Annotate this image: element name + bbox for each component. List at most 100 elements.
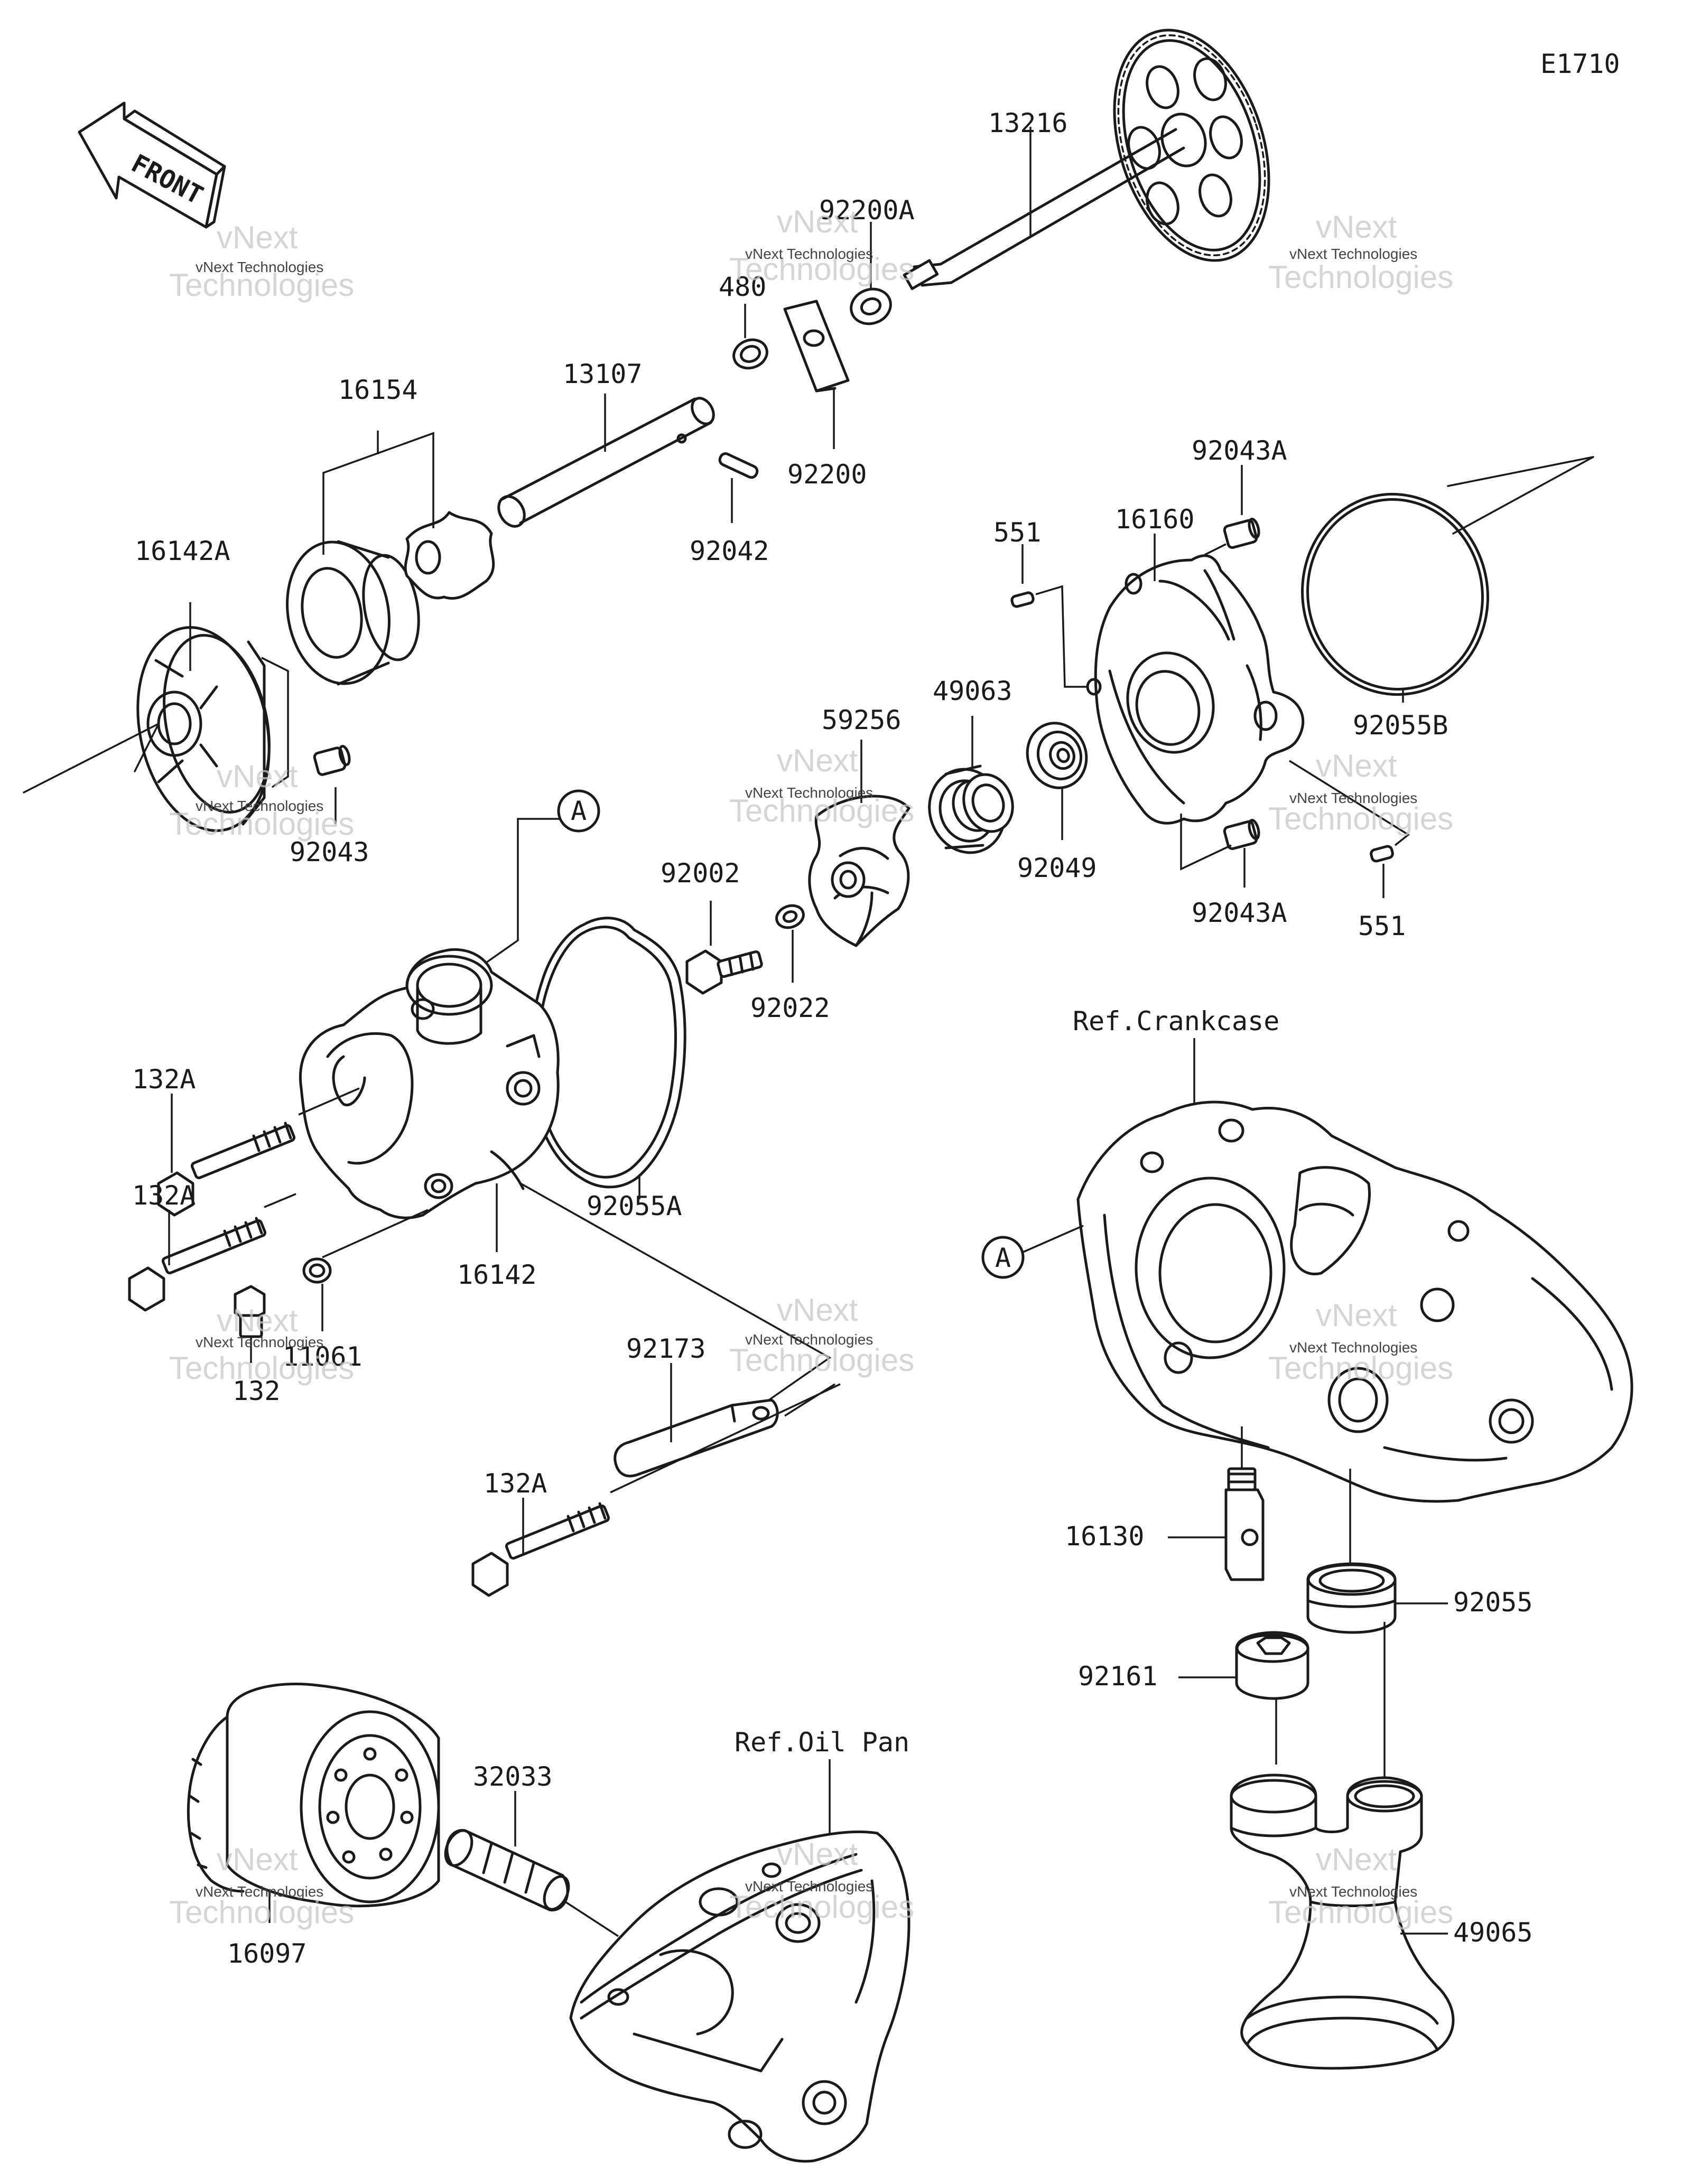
crankcase — [1076, 1100, 1633, 1503]
label-92161: 92161 — [1078, 1661, 1158, 1692]
label-551-bottom: 551 — [1358, 911, 1406, 941]
front-arrow-icon: FRONT — [78, 101, 226, 229]
part-32033-pipe — [444, 1829, 570, 1911]
svg-text:vNext: vNext — [217, 1303, 298, 1338]
svg-text:A: A — [995, 1243, 1011, 1273]
svg-text:vNext Technologies: vNext Technologies — [1289, 790, 1417, 806]
label-92043A-top: 92043A — [1192, 435, 1287, 466]
part-92043-dowel — [313, 744, 351, 776]
svg-text:vNext: vNext — [1316, 1298, 1397, 1333]
part-13216-shaft-gear — [903, 29, 1270, 290]
label-16154: 16154 — [338, 375, 418, 405]
svg-text:vNext Technologies: vNext Technologies — [1289, 1883, 1417, 1900]
part-11061-washer — [302, 1257, 332, 1284]
callout-a-crankcase: A — [981, 1236, 1025, 1279]
label-92055: 92055 — [1453, 1587, 1533, 1618]
svg-text:Technologies: Technologies — [1268, 1350, 1453, 1386]
part-16160-pump-cover — [1086, 554, 1305, 825]
part-92022-washer — [775, 904, 805, 929]
label-13216: 13216 — [988, 108, 1068, 138]
label-49063: 49063 — [933, 676, 1012, 706]
part-551-top-pin — [1010, 591, 1035, 608]
svg-text:vNext: vNext — [1316, 209, 1397, 245]
label-16130: 16130 — [1065, 1521, 1145, 1552]
label-92055A: 92055A — [587, 1191, 682, 1221]
svg-text:vNext Technologies: vNext Technologies — [196, 1883, 323, 1900]
label-32033: 32033 — [473, 1761, 553, 1792]
svg-text:Technologies: Technologies — [169, 267, 354, 303]
label-16142: 16142 — [457, 1259, 537, 1290]
part-92200-plate — [783, 300, 850, 393]
svg-text:vNext: vNext — [777, 1836, 858, 1872]
watermark: vNext Technologies vNext Technologies vN… — [169, 204, 1453, 1930]
svg-text:vNext: vNext — [217, 1842, 298, 1877]
part-92049-seal — [1026, 722, 1088, 789]
part-132A-bolt-1 — [157, 1122, 296, 1217]
svg-text:vNext: vNext — [777, 1292, 858, 1328]
label-132A-2: 132A — [132, 1180, 196, 1211]
svg-text:Technologies: Technologies — [729, 1889, 914, 1925]
part-16142-pump-body — [299, 948, 560, 1219]
part-132A-bolt-2 — [128, 1217, 267, 1312]
part-92173-bracket — [614, 1398, 779, 1478]
svg-text:vNext: vNext — [777, 743, 858, 778]
svg-text:vNext Technologies: vNext Technologies — [196, 1334, 323, 1350]
label-551-top: 551 — [993, 517, 1041, 548]
label-16097: 16097 — [227, 1938, 307, 1969]
label-92200A: 92200A — [819, 195, 915, 226]
svg-text:vNext Technologies: vNext Technologies — [745, 1878, 873, 1894]
svg-text:vNext Technologies: vNext Technologies — [196, 259, 323, 275]
svg-text:vNext: vNext — [217, 759, 298, 794]
part-13107-shaft — [497, 397, 715, 528]
label-49065: 49065 — [1453, 1917, 1533, 1948]
part-92055B-oring — [1301, 492, 1489, 696]
label-132A-3: 132A — [484, 1468, 547, 1499]
label-92200: 92200 — [787, 459, 867, 490]
part-92043A-top-dowel — [1223, 517, 1260, 549]
oil-pan — [569, 1830, 910, 2163]
svg-text:vNext Technologies: vNext Technologies — [745, 1331, 873, 1348]
part-92002-bolt — [685, 949, 763, 995]
part-92200A-washer — [850, 287, 892, 325]
callout-a-top: A — [557, 789, 600, 833]
part-92043A-bottom-dowel — [1223, 818, 1260, 850]
svg-text:Technologies: Technologies — [729, 793, 914, 828]
label-92002: 92002 — [661, 858, 740, 889]
part-132A-bolt-3 — [471, 1502, 610, 1597]
part-92161-collar — [1235, 1631, 1309, 1700]
svg-text:Technologies: Technologies — [169, 806, 354, 842]
svg-text:vNext: vNext — [1316, 748, 1397, 783]
label-92055B: 92055B — [1353, 710, 1448, 741]
part-551-bottom-pin — [1370, 845, 1394, 863]
svg-text:vNext: vNext — [217, 220, 298, 255]
svg-text:Technologies: Technologies — [1268, 1894, 1453, 1930]
label-480: 480 — [719, 272, 766, 302]
part-49065-strainer — [1230, 1774, 1455, 2070]
label-13107: 13107 — [563, 359, 643, 389]
label-59256: 59256 — [822, 705, 902, 735]
part-49063-seal — [928, 764, 1014, 854]
svg-text:Technologies: Technologies — [1268, 259, 1453, 295]
label-92042: 92042 — [690, 536, 769, 566]
label-92022: 92022 — [750, 993, 830, 1023]
part-16130-fitting — [1224, 1467, 1265, 1581]
svg-text:A: A — [571, 796, 587, 826]
part-16142A-cover — [136, 626, 271, 832]
svg-text:vNext Technologies: vNext Technologies — [1289, 1339, 1417, 1356]
part-59256-impeller — [808, 795, 910, 947]
label-132A-1: 132A — [132, 1064, 196, 1095]
part-92042-pin — [718, 452, 759, 479]
svg-text:vNext Technologies: vNext Technologies — [196, 798, 323, 814]
diagram-code: E1710 — [1540, 49, 1620, 79]
label-16142A: 16142A — [135, 536, 230, 566]
svg-text:vNext Technologies: vNext Technologies — [745, 785, 873, 801]
svg-text:Technologies: Technologies — [1268, 801, 1453, 836]
label-132: 132 — [233, 1376, 280, 1406]
label-11061: 11061 — [283, 1341, 363, 1372]
svg-text:Technologies: Technologies — [729, 1342, 914, 1378]
part-480-circlip — [732, 338, 768, 370]
label-16160: 16160 — [1115, 504, 1195, 535]
part-92055-oring — [1306, 1562, 1397, 1634]
label-92173: 92173 — [626, 1333, 706, 1364]
